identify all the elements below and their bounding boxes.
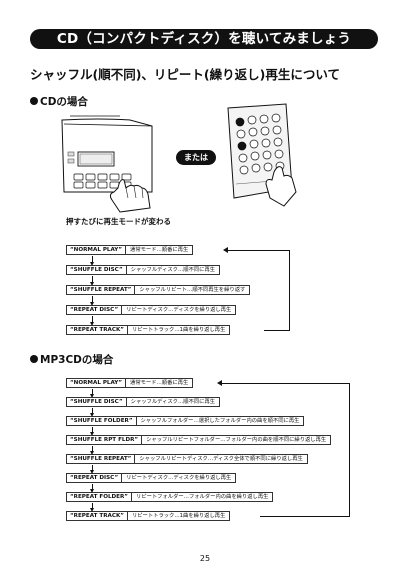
mode-name: “REPEAT TRACK” <box>66 324 128 335</box>
mode-description: 通常モード…順番に再生 <box>126 244 194 255</box>
remote-control-icon <box>227 103 297 207</box>
flow-line <box>92 316 93 324</box>
flow-line <box>92 389 93 396</box>
cd-mode-row: “NORMAL PLAY” 通常モード…順番に再生 <box>66 244 194 255</box>
arrow-left-icon <box>223 247 228 253</box>
bullet-icon <box>30 97 38 105</box>
mode-description: リピートディスク…ディスクを繰り返し再生 <box>122 304 237 315</box>
cd-mode-row: “REPEAT DISC” リピートディスク…ディスクを繰り返し再生 <box>66 304 237 315</box>
page-number: 25 <box>199 554 211 563</box>
mode-name: “REPEAT DISC” <box>66 304 123 315</box>
mode-description: シャッフルディスク…順不同に再生 <box>126 396 221 407</box>
cd-mode-row: “REPEAT TRACK” リピートトラック…1曲を繰り返し再生 <box>66 324 231 335</box>
arrow-down-icon <box>89 451 94 455</box>
arrow-left-icon <box>217 380 222 386</box>
arrow-down-icon <box>89 262 94 266</box>
page-title: CD（コンパクトディスク）を聴いてみましょう <box>30 29 378 49</box>
arrow-down-icon <box>89 489 94 493</box>
mp3-mode-row: “SHUFFLE FOLDER” シャッフルフォルダー…選択したフォルダー内の曲… <box>66 415 305 426</box>
mp3-mode-row: “SHUFFLE RPT FLDR” シャッフルリピートフォルダー…フォルダー内… <box>66 434 332 445</box>
mode-description: シャッフルリピート…順不同再生を繰り返す <box>135 284 251 295</box>
section-title: シャッフル(順不同)、リピート(繰り返し)再生について <box>30 67 340 82</box>
mode-description: シャッフルリピートフォルダー…フォルダー内の曲を順不同に繰り返し再生 <box>142 434 332 445</box>
mp3-mode-row: “SHUFFLE REPEAT” シャッフルリピートディスク…ディスク全体で順不… <box>66 453 308 464</box>
arrow-down-icon <box>89 508 94 512</box>
loop-line <box>289 250 290 331</box>
arrow-down-icon <box>89 282 94 286</box>
mode-description: シャッフルリピートディスク…ディスク全体で順不同に繰り返し再生 <box>135 453 308 464</box>
cd-player-panel-icon <box>61 115 153 213</box>
mp3-mode-row: “SHUFFLE DISC” シャッフルディスク…順不同に再生 <box>66 396 221 407</box>
flow-line <box>92 408 93 415</box>
flow-line <box>92 446 93 453</box>
mode-name: “SHUFFLE DISC” <box>66 396 127 407</box>
loop-line <box>264 330 290 331</box>
mode-name: “REPEAT TRACK” <box>66 510 128 521</box>
arrow-down-icon <box>89 322 94 326</box>
loop-line <box>228 250 290 251</box>
mode-name: “REPEAT DISC” <box>66 472 123 483</box>
mode-description: 通常モード…順番に再生 <box>126 377 194 388</box>
pointing-hand-icon <box>109 179 151 213</box>
cd-heading: CDの場合 <box>30 94 88 109</box>
mode-name: “NORMAL PLAY” <box>66 377 127 388</box>
loop-line <box>222 383 350 384</box>
flow-line <box>92 484 93 491</box>
mode-description: リピートディスク…ディスクを繰り返し再生 <box>122 472 237 483</box>
arrow-down-icon <box>89 302 94 306</box>
mode-name: “SHUFFLE REPEAT” <box>66 453 136 464</box>
flow-line <box>92 276 93 284</box>
mode-name: “REPEAT FOLDER” <box>66 491 132 502</box>
arrow-down-icon <box>89 470 94 474</box>
flow-line <box>92 427 93 434</box>
mode-name: “SHUFFLE RPT FLDR” <box>66 434 143 445</box>
mode-description: リピートトラック…1曲を繰り返し再生 <box>127 324 231 335</box>
or-badge: または <box>176 150 216 165</box>
arrow-down-icon <box>89 413 94 417</box>
mode-description: リピートフォルダー…フォルダー内の曲を繰り返し再生 <box>131 491 274 502</box>
mode-description: シャッフルディスク…順不同に再生 <box>126 264 221 275</box>
mode-description: シャッフルフォルダー…選択したフォルダー内の曲を順不同に再生 <box>136 415 305 426</box>
bullet-icon <box>30 355 38 363</box>
mode-name: “NORMAL PLAY” <box>66 244 127 255</box>
flow-line <box>92 465 93 472</box>
arrow-down-icon <box>89 432 94 436</box>
mode-caption: 押すたびに再生モードが変わる <box>66 217 171 226</box>
mp3-mode-row: “REPEAT DISC” リピートディスク…ディスクを繰り返し再生 <box>66 472 237 483</box>
mp3-heading: MP3CDの場合 <box>30 352 113 367</box>
mode-description: リピートトラック…1曲を繰り返し再生 <box>127 510 231 521</box>
cd-mode-row: “SHUFFLE REPEAT” シャッフルリピート…順不同再生を繰り返す <box>66 284 251 295</box>
flow-line <box>92 256 93 264</box>
loop-line <box>260 516 350 517</box>
mode-name: “SHUFFLE FOLDER” <box>66 415 137 426</box>
mode-name: “SHUFFLE DISC” <box>66 264 127 275</box>
mode-name: “SHUFFLE REPEAT” <box>66 284 136 295</box>
loop-line <box>349 383 350 517</box>
mp3-mode-row: “NORMAL PLAY” 通常モード…順番に再生 <box>66 377 194 388</box>
cd-mode-row: “SHUFFLE DISC” シャッフルディスク…順不同に再生 <box>66 264 221 275</box>
mp3-mode-row: “REPEAT FOLDER” リピートフォルダー…フォルダー内の曲を繰り返し再… <box>66 491 274 502</box>
flow-line <box>92 503 93 510</box>
mp3-mode-row: “REPEAT TRACK” リピートトラック…1曲を繰り返し再生 <box>66 510 231 521</box>
arrow-down-icon <box>89 394 94 398</box>
flow-line <box>92 296 93 304</box>
